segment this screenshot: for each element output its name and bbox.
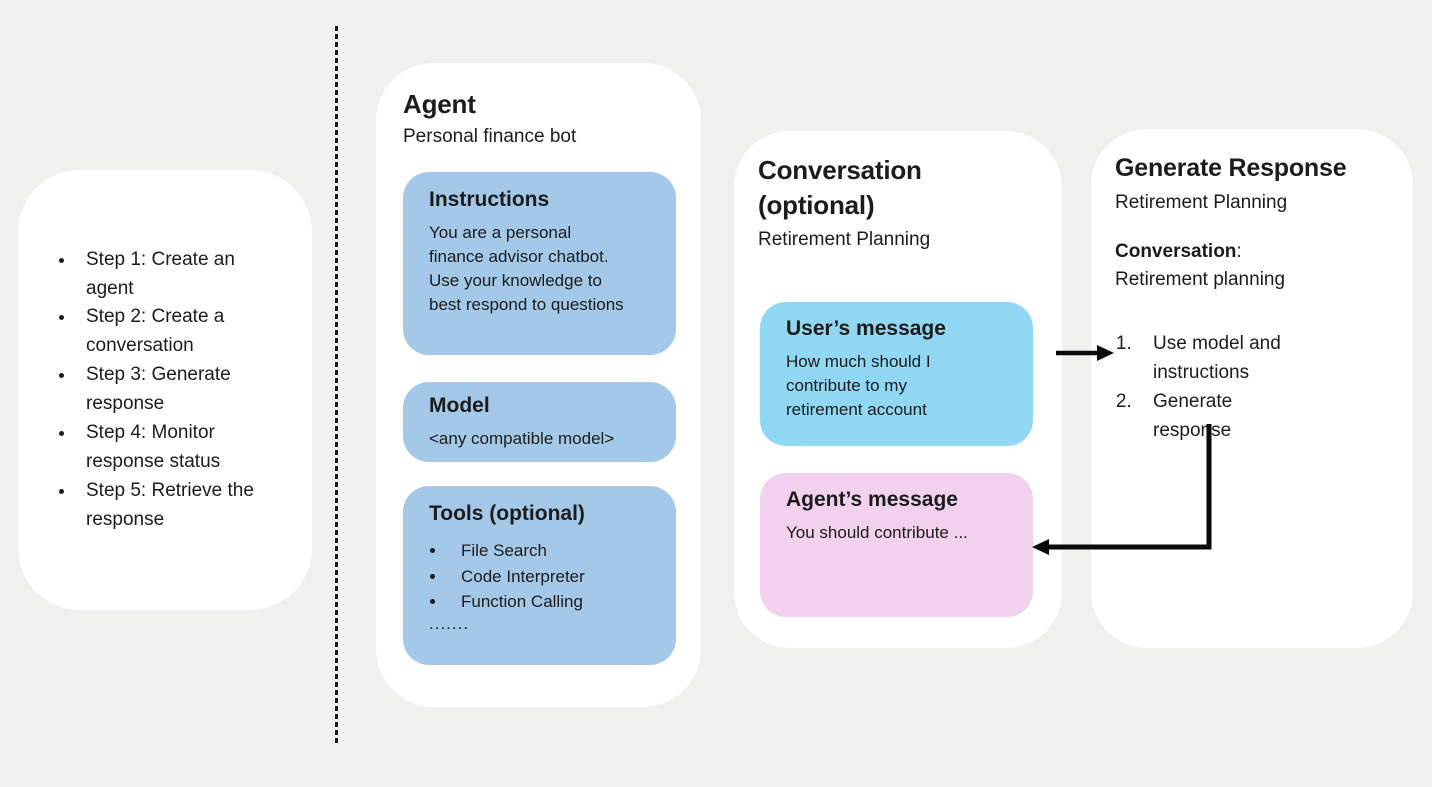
user-message-body: How much should I contribute to my retir… — [786, 352, 931, 420]
agent-message-box: Agent’s message You should contribute ..… — [760, 473, 1033, 617]
generate-response-title: Generate Response — [1115, 154, 1347, 182]
tools-list: File Search Code Interpreter Function Ca… — [429, 538, 647, 615]
generate-response-card: Generate Response Retirement Planning Co… — [1091, 129, 1413, 648]
list-item: Generate response — [1137, 388, 1312, 446]
user-message-box: User’s message How much should I contrib… — [760, 302, 1033, 446]
list-item: Step 2: Create a conversation — [76, 303, 268, 361]
list-item: Step 5: Retrieve the response — [76, 477, 268, 535]
tools-title: Tools (optional) — [429, 502, 585, 525]
model-body: <any compatible model> — [429, 429, 615, 448]
list-item: Use model and instructions — [1137, 330, 1312, 388]
steps-list: Step 1: Create an agent Step 2: Create a… — [18, 246, 268, 535]
agent-message-title: Agent’s message — [786, 488, 958, 511]
conversation-label: Conversation: — [1115, 241, 1242, 263]
conversation-card-title-optional: (optional) — [758, 190, 875, 220]
list-item: Step 4: Monitor response status — [76, 419, 268, 477]
list-item: Code Interpreter — [447, 564, 647, 590]
generate-response-subtitle: Retirement Planning — [1115, 192, 1288, 213]
instructions-title: Instructions — [429, 188, 550, 211]
dashed-divider — [335, 26, 338, 744]
list-item: Step 1: Create an agent — [76, 246, 268, 304]
generate-steps-list: Use model and instructions Generate resp… — [1115, 330, 1312, 446]
instructions-box: Instructions You are a personal finance … — [403, 172, 676, 355]
user-message-title: User’s message — [786, 317, 946, 340]
list-item: Step 3: Generate response — [76, 361, 268, 419]
conversation-card: Conversation (optional) Retirement Plann… — [734, 131, 1062, 648]
conversation-label-word: Conversation — [1115, 241, 1237, 262]
model-box: Model <any compatible model> — [403, 382, 676, 462]
tools-box: Tools (optional) File Search Code Interp… — [403, 486, 676, 665]
list-item: Function Calling — [447, 589, 647, 615]
agent-message-body: You should contribute ... — [786, 523, 968, 542]
agent-card-subtitle: Personal finance bot — [403, 126, 577, 147]
instructions-body: You are a personal finance advisor chatb… — [429, 223, 624, 315]
agent-card-title: Agent — [403, 89, 476, 119]
agent-card: Agent Personal finance bot Instructions … — [376, 63, 701, 707]
model-title: Model — [429, 394, 490, 417]
steps-summary-card: Step 1: Create an agent Step 2: Create a… — [18, 170, 312, 610]
conversation-value: Retirement planning — [1115, 269, 1286, 290]
list-item: File Search — [447, 538, 647, 564]
conversation-card-title: Conversation — [758, 155, 922, 185]
conversation-label-colon: : — [1236, 241, 1242, 262]
conversation-card-subtitle: Retirement Planning — [758, 229, 931, 250]
tools-more-dots: ....... — [429, 614, 470, 633]
